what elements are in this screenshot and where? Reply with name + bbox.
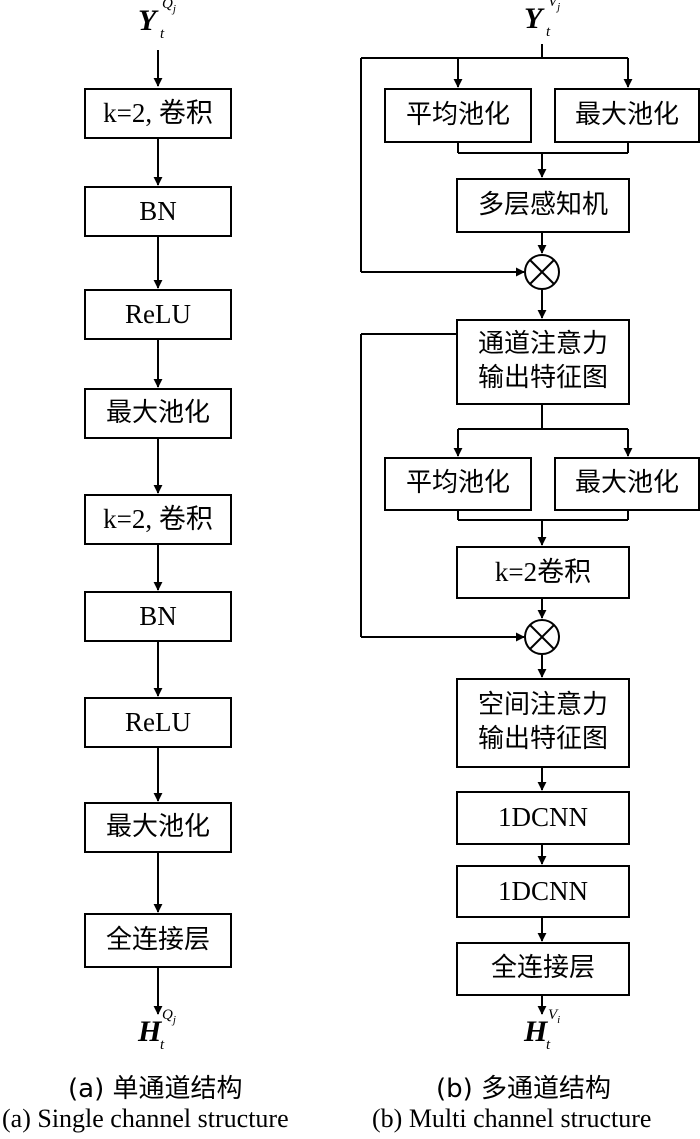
right-caption-cn: (b) 多通道结构 <box>436 1074 612 1104</box>
right-avgpool-box-1: 平均池化 <box>384 88 532 143</box>
right-output-symbol: H Vi t <box>524 1007 561 1053</box>
right-caption-en: (b) Multi channel structure <box>372 1104 652 1133</box>
left-caption-en: (a) Single channel structure <box>2 1104 289 1133</box>
left-bn-box-1: BN <box>84 186 232 237</box>
left-fc-box: 全连接层 <box>84 913 232 968</box>
right-cnn-box-2: 1DCNN <box>456 865 630 918</box>
left-maxpool-box-1: 最大池化 <box>84 388 232 439</box>
right-spatial-attention-box: 空间注意力输出特征图 <box>456 678 630 768</box>
right-maxpool-box-1: 最大池化 <box>554 88 700 143</box>
right-input-symbol: Y Vj t <box>524 0 561 40</box>
left-conv-box-2: k=2, 卷积 <box>84 494 232 545</box>
left-input-symbol: Y Qj t <box>138 0 176 42</box>
right-cnn-box-1: 1DCNN <box>456 791 630 845</box>
multiply-node-2 <box>524 619 560 655</box>
right-avgpool-box-2: 平均池化 <box>384 457 532 511</box>
left-bn-box-2: BN <box>84 591 232 642</box>
left-output-symbol: H Qj t <box>138 1007 176 1053</box>
right-mlp-box: 多层感知机 <box>456 178 630 233</box>
left-conv-box-1: k=2, 卷积 <box>84 88 232 139</box>
right-channel-attention-box: 通道注意力输出特征图 <box>456 319 630 405</box>
multiply-node-1 <box>524 254 560 290</box>
left-maxpool-box-2: 最大池化 <box>84 802 232 853</box>
right-fc-box: 全连接层 <box>456 942 630 996</box>
right-maxpool-box-2: 最大池化 <box>554 457 700 511</box>
left-caption-cn: (a) 单通道结构 <box>68 1074 243 1104</box>
left-relu-box-1: ReLU <box>84 289 232 340</box>
right-conv-box: k=2卷积 <box>456 546 630 599</box>
left-relu-box-2: ReLU <box>84 697 232 748</box>
